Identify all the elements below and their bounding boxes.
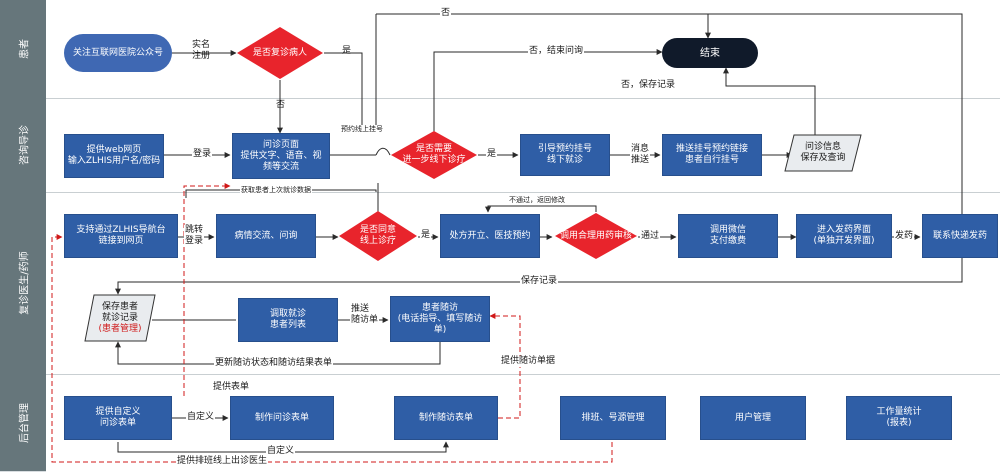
lane-separator	[46, 98, 1000, 99]
node-push-link[interactable]: 推送挂号预约链接 患者自行挂号	[662, 134, 762, 176]
node-end[interactable]: 结束	[662, 38, 758, 68]
edge-provide-followup	[489, 313, 521, 419]
edge-fail-back	[485, 205, 597, 213]
edge-label-provide-schedule: 提供排班线上出诊医生	[176, 456, 269, 467]
node-nav-link[interactable]: 支持通过ZLHIS导航台 链接到网页	[64, 214, 178, 258]
node-workload[interactable]: 工作量统计 (报表)	[846, 396, 952, 440]
edge-provide-form	[183, 183, 231, 396]
edge-label-fail-return: 不通过，返回修改	[508, 196, 566, 204]
node-wechat-pay[interactable]: 调用微信 支付缴费	[678, 214, 778, 258]
node-schedule[interactable]: 排班、号源管理	[560, 396, 666, 440]
edge-label-yes1: 是	[342, 46, 352, 56]
node-guide-appt[interactable]: 引导预约挂号 线下就诊	[520, 134, 610, 176]
edge-label-msg-push: 消息 推送	[630, 144, 651, 166]
edge-label-provide-form: 提供表单	[212, 382, 251, 393]
edge-jump	[375, 147, 391, 156]
lane-separator	[46, 192, 1000, 193]
edge-label-appt-online: 预约线上挂号	[340, 125, 384, 133]
edge-no-end-inquiry	[433, 49, 663, 136]
lane-admin: 后台管理	[0, 374, 46, 472]
node-followup[interactable]: 患者随访 (电话指导、填写随访 单)	[390, 296, 490, 342]
edge-label-no-top: 否	[440, 8, 452, 19]
node-custom-form[interactable]: 提供自定义 问诊表单	[64, 396, 172, 440]
node-save-info[interactable]: 问诊信息 保存及查询	[784, 134, 862, 172]
edge-label-no1: 否	[276, 100, 286, 110]
node-dispense-ui[interactable]: 进入发药界面 (单独开发界面)	[796, 214, 892, 258]
edge-label-update-status: 更新随访状态和随访结果表单	[214, 358, 334, 369]
node-fetch-list[interactable]: 调取就诊 患者列表	[238, 298, 338, 342]
edge-save-end	[723, 67, 816, 135]
edge-label-fetch-last: 获取患者上次就诊数据	[240, 186, 312, 194]
edge-label-dispense: 发药	[894, 231, 915, 242]
edge-label-no-save-record: 否，保存记录	[620, 80, 677, 91]
edge-label-no-end-inquiry: 否，结束问询	[528, 46, 585, 57]
node-make-consult-form[interactable]: 制作问诊表单	[230, 396, 334, 440]
edge-label-transfer-login: 跳转 登录	[184, 225, 205, 247]
node-express[interactable]: 联系快递发药	[922, 214, 998, 258]
lane-doctor: 复诊医生/药师	[0, 192, 46, 375]
lane-patient: 患者	[0, 0, 46, 99]
edge-label-custom-def2: 自定义	[266, 446, 296, 457]
edge-label-pass: 通过	[640, 231, 661, 242]
edge-label-yes3: 是	[420, 230, 432, 241]
node-make-followup-form[interactable]: 制作随访表单	[394, 396, 498, 440]
node-save-record[interactable]: 保存患者 就诊记录 (患者管理)	[84, 294, 156, 342]
node-follow[interactable]: 关注互联网医院公众号	[64, 34, 172, 72]
edge-label-custom-def: 自定义	[186, 412, 216, 423]
node-prescribe[interactable]: 处方开立、医技预约	[440, 214, 540, 258]
node-consult-page[interactable]: 问诊页面 提供文字、语音、视 频等交流	[232, 133, 330, 179]
node-chat[interactable]: 病情交流、问询	[216, 214, 316, 258]
node-need-offline[interactable]: 是否需要 进一步线下诊疗	[390, 130, 478, 180]
edge-label-save-record: 保存记录	[520, 276, 559, 287]
lane-separator	[46, 374, 1000, 375]
edge-provide-schedule	[51, 234, 613, 463]
edge-top-no	[376, 13, 963, 232]
edge-label-login: 登录	[192, 149, 213, 160]
node-agree-online[interactable]: 是否同意 线上诊疗	[338, 210, 418, 262]
edge-label-push-followup: 推送 随访单	[350, 304, 380, 326]
node-web-login[interactable]: 提供web网页 输入ZLHIS用户名/密码	[64, 134, 164, 178]
edge-label-provide-followup: 提供随访单据	[500, 356, 557, 367]
edge-label-realname: 实名 注册	[192, 40, 211, 61]
edge-label-yes2: 是	[486, 149, 498, 160]
patient-mgmt-label: (患者管理)	[98, 323, 142, 334]
lane-consult: 咨询导诊	[0, 98, 46, 193]
node-user-mgmt[interactable]: 用户管理	[700, 396, 806, 440]
node-is-revisit[interactable]: 是否复诊病人	[236, 26, 324, 80]
edge-revisit-yes	[324, 52, 376, 132]
node-rational-drug[interactable]: 调用合理用药审核	[554, 212, 638, 260]
